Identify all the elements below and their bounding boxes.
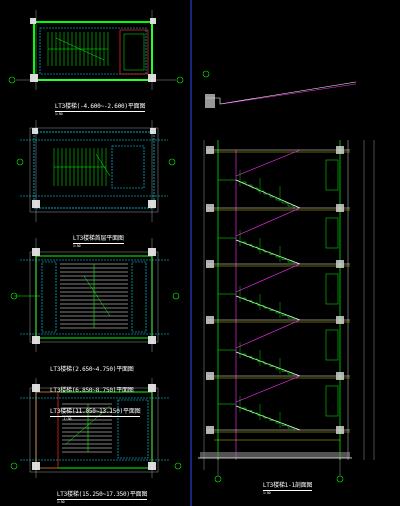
plan-1-drawing — [8, 10, 184, 90]
plan-3-title-line-1: LT3楼梯(2.650~4.750)平面图 — [50, 366, 134, 373]
plan-4-scale: 1:50 — [56, 500, 65, 504]
section-title: LT3楼梯1-1剖面图 — [262, 482, 313, 491]
plan-1-title: LT3楼梯(-4.600~-2.600)平面图 — [54, 103, 146, 112]
plan-2-drawing — [16, 120, 176, 222]
plan-3-title-line-2: LT3楼梯(6.850~8.750)平面图 — [50, 387, 134, 394]
plan-4-caption: LT3楼梯(15.250~17.350)平面图 1:50 — [50, 484, 147, 506]
plan-2-caption: LT3楼梯首层平面图 1:50 — [66, 228, 124, 250]
plan-3-scale: 1:50 — [63, 417, 72, 421]
section-caption: LT3楼梯1-1剖面图 1:50 — [256, 475, 313, 497]
plan-4-title: LT3楼梯(15.250~17.350)平面图 — [56, 491, 148, 500]
section-drawing — [198, 70, 375, 483]
plan-2-scale: 1:50 — [72, 244, 81, 248]
plan-3-caption: LT3楼梯(2.650~4.750)平面图 LT3楼梯(6.850~8.750)… — [50, 352, 141, 430]
section-scale: 1:50 — [262, 491, 271, 495]
plan-1-caption: LT3楼梯(-4.600~-2.600)平面图 1:50 — [48, 96, 145, 118]
plan-4-drawing — [10, 378, 182, 478]
plan-1-scale: 1:50 — [54, 112, 63, 116]
plan-3-title-line-3: LT3楼梯(11.050~13.150)平面图 — [50, 408, 141, 417]
plan-3-drawing — [10, 238, 180, 352]
plan-2-title: LT3楼梯首层平面图 — [72, 235, 124, 244]
